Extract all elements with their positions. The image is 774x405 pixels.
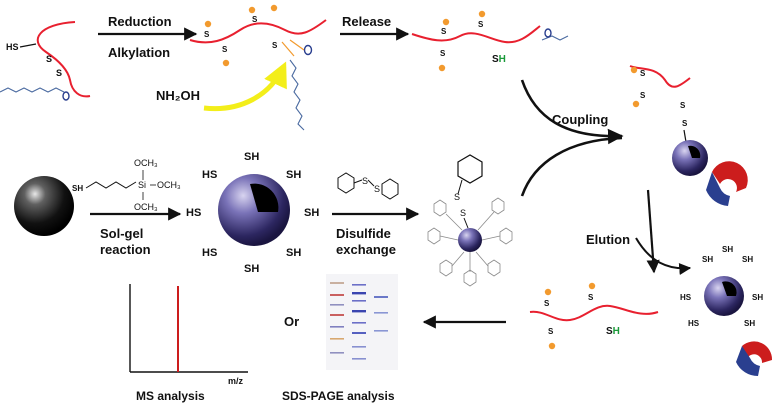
free-thiol-label: SH (492, 54, 506, 65)
peptide-released: S S S SH (411, 10, 569, 72)
bead-to-coupling-arrow (520, 136, 623, 197)
coupling-label: Coupling (552, 112, 608, 127)
thiol-label: SH (722, 245, 733, 254)
ms-axis-label: m/z (228, 376, 244, 386)
thiol-label: SH (244, 263, 259, 275)
release-to-coupling-arrow (520, 79, 624, 145)
thiol-label: SH (304, 207, 319, 219)
peptide-alkylated: S S S S (189, 4, 327, 131)
thiol-label: SH (744, 319, 755, 328)
methoxy-label: OCH₃ (157, 180, 181, 190)
bare-magnetic-particle (14, 176, 74, 236)
regenerated-bead: SH SH SH HS SH HS SH (680, 245, 773, 377)
sulfur-label: S (682, 119, 688, 128)
sol-gel-label: Sol-gel (100, 226, 143, 241)
sulfur-label: S (454, 192, 460, 202)
thiol-label: SH (752, 293, 763, 302)
activated-bead: S S (427, 154, 513, 287)
sulfur-label: S (362, 176, 368, 186)
methoxy-label: OCH₃ (134, 158, 158, 168)
alkylation-label: Alkylation (108, 45, 170, 60)
bead-recycle-arrow (635, 237, 692, 275)
sulfur-label: S (46, 54, 52, 64)
gel-lane-1 (330, 282, 344, 354)
sulfur-label: S (478, 20, 484, 29)
or-label: Or (284, 314, 299, 329)
sulfur-label: S (252, 15, 258, 24)
silicon-label: Si (138, 180, 146, 190)
sulfur-label: S (272, 41, 278, 50)
magnet-icon (706, 161, 748, 206)
nh2oh-label: NH₂OH (156, 88, 200, 103)
magnet-icon (736, 341, 773, 377)
sulfur-label: S (441, 27, 447, 36)
sulfur-label: S (204, 30, 210, 39)
sulfur-label: S (374, 184, 380, 194)
release-label: Release (342, 14, 391, 29)
thiol-label: SH (286, 169, 301, 181)
methoxy-label: OCH₃ (134, 202, 158, 212)
sds-page-gel (326, 274, 398, 370)
thiol-label: HS (6, 42, 19, 52)
thiol-label: HS (680, 293, 692, 302)
thiol-label: SH (702, 255, 713, 264)
sulfur-label: S (640, 69, 646, 78)
sulfur-label: S (544, 299, 550, 308)
thiol-label: SH (244, 151, 259, 163)
thiol-label: HS (186, 207, 201, 219)
sulfur-label: S (56, 68, 62, 78)
thiolated-bead: SH HS SH HS SH HS SH SH (186, 151, 319, 275)
ms-analysis-label: MS analysis (136, 389, 205, 403)
coupled-bead: S S S S (629, 65, 748, 206)
sulfur-label: S (588, 293, 594, 302)
gel-lane-3 (374, 296, 388, 332)
reaction-label: reaction (100, 242, 151, 257)
thiol-label: HS (202, 247, 217, 259)
elution-arrow (646, 189, 660, 274)
magnetic-bead (458, 228, 482, 252)
sulfur-label: S (680, 101, 686, 110)
thiol-label: SH (72, 184, 83, 193)
elution-label: Elution (586, 232, 630, 247)
ms-spectrum: m/z (129, 284, 248, 386)
sulfur-label: S (640, 91, 646, 100)
dipyridyl-disulfide: S S (337, 172, 399, 200)
thiol-label: SH (286, 247, 301, 259)
exchange-label: exchange (336, 242, 396, 257)
thiol-label: HS (202, 169, 217, 181)
thiol-label: HS (688, 319, 700, 328)
sulfur-label: S (222, 45, 228, 54)
magnetic-bead (672, 140, 708, 176)
sds-page-label: SDS-PAGE analysis (282, 389, 395, 403)
thiol-label: SH (742, 255, 753, 264)
reduction-label: Reduction (108, 14, 172, 29)
sulfur-label: S (440, 49, 446, 58)
sulfur-label: S (548, 327, 554, 336)
free-thiol-label: SH (606, 326, 620, 337)
peptide-initial: HS S S (0, 21, 91, 101)
sulfur-label: S (460, 208, 466, 218)
silane-reagent: SH Si OCH₃ OCH₃ OCH₃ (72, 158, 181, 212)
peptide-eluted: S S S SH (529, 282, 659, 350)
hydroxylamine-arrow (203, 61, 287, 112)
disulfide-label: Disulfide (336, 226, 391, 241)
gel-lane-2 (352, 284, 366, 360)
